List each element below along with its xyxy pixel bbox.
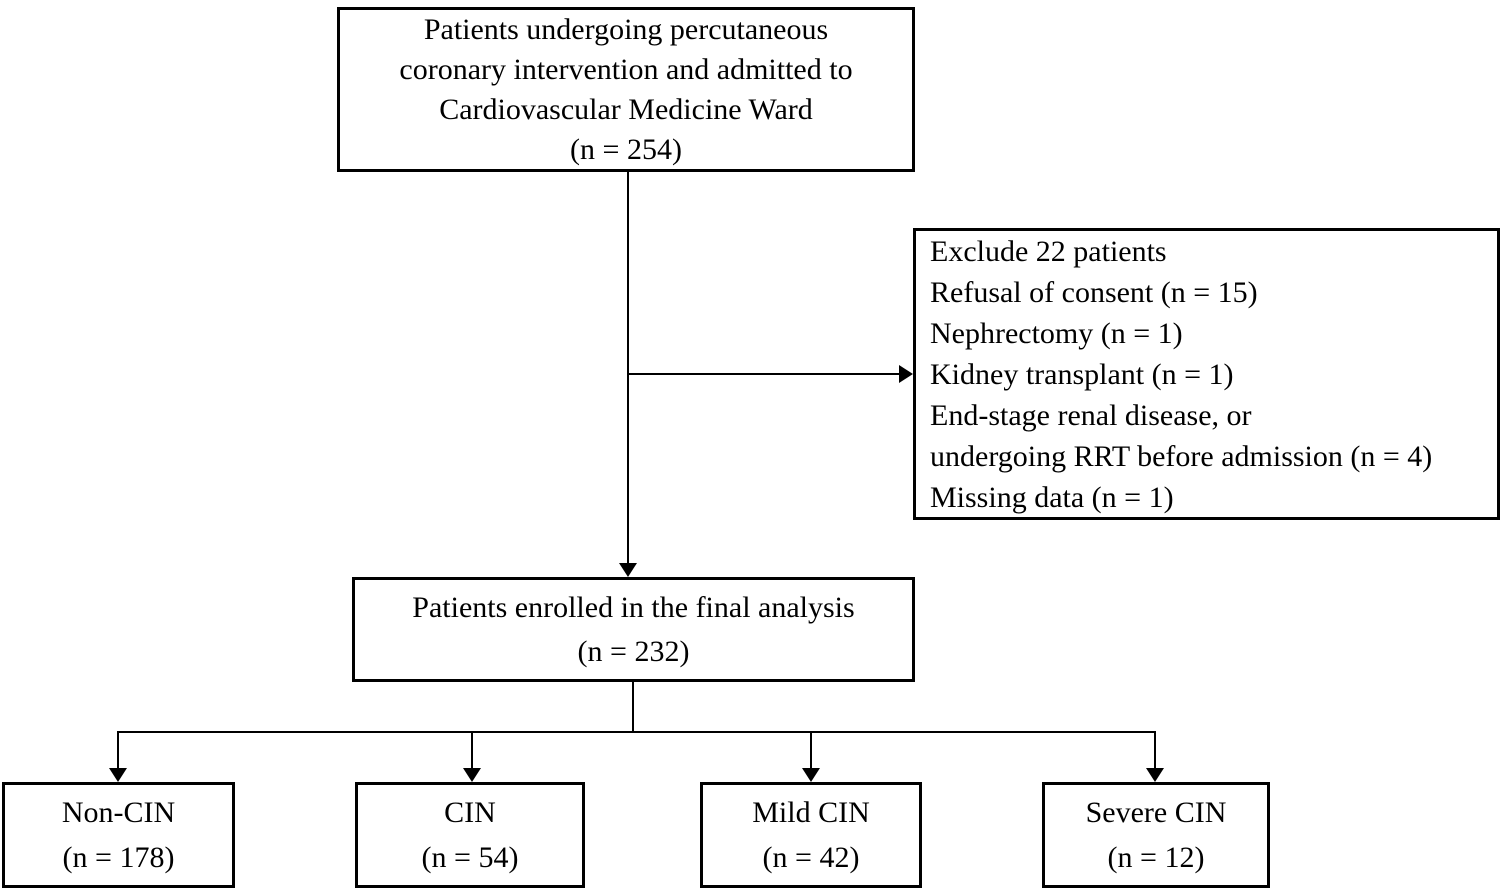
exclusion-esrd-line-1: End-stage renal disease, or	[930, 398, 1252, 432]
drop-to-severe-cin	[1154, 731, 1156, 770]
box-cin: CIN (n = 54)	[355, 782, 585, 888]
box-severe-cin: Severe CIN (n = 12)	[1042, 782, 1270, 888]
mild-cin-label: Mild CIN	[752, 796, 870, 829]
arrowhead-into-non-cin	[109, 768, 127, 782]
connector-enrolled-to-rail	[632, 682, 634, 733]
source-line-3: Cardiovascular Medicine Ward	[439, 92, 813, 126]
arrowhead-into-cin	[463, 768, 481, 782]
severe-cin-n-count: (n = 12)	[1107, 841, 1205, 874]
drop-to-non-cin	[117, 731, 119, 770]
exclusion-kidney-transplant: Kidney transplant (n = 1)	[930, 357, 1234, 391]
arrowhead-into-exclusions	[899, 365, 913, 383]
exclusion-nephrectomy: Nephrectomy (n = 1)	[930, 316, 1183, 350]
box-enrolled: Patients enrolled in the final analysis …	[352, 577, 915, 682]
exclusion-refusal: Refusal of consent (n = 15)	[930, 275, 1258, 309]
drop-to-cin	[471, 731, 473, 770]
arrowhead-into-severe-cin	[1146, 768, 1164, 782]
box-mild-cin: Mild CIN (n = 42)	[700, 782, 922, 888]
source-n-count: (n = 254)	[570, 132, 682, 166]
connector-to-exclusions	[628, 373, 900, 375]
non-cin-n-count: (n = 178)	[62, 841, 175, 874]
arrowhead-into-mild-cin	[802, 768, 820, 782]
mild-cin-n-count: (n = 42)	[762, 841, 860, 874]
enrolled-n-count: (n = 232)	[577, 634, 690, 668]
source-line-2: coronary intervention and admitted to	[399, 52, 853, 86]
source-line-1: Patients undergoing percutaneous	[423, 12, 829, 46]
drop-to-mild-cin	[810, 731, 812, 770]
cin-n-count: (n = 54)	[421, 841, 519, 874]
exclusion-header: Exclude 22 patients	[930, 234, 1167, 268]
non-cin-label: Non-CIN	[61, 796, 176, 829]
cin-label: CIN	[444, 796, 496, 829]
enrolled-line-1: Patients enrolled in the final analysis	[412, 590, 855, 624]
box-non-cin: Non-CIN (n = 178)	[2, 782, 235, 888]
severe-cin-label: Severe CIN	[1085, 796, 1227, 829]
exclusion-esrd-line-2: undergoing RRT before admission (n = 4)	[930, 439, 1433, 473]
arrowhead-into-enrolled	[619, 563, 637, 577]
connector-source-to-enrolled	[627, 171, 629, 564]
exclusion-missing-data: Missing data (n = 1)	[930, 480, 1174, 514]
box-exclusions: Exclude 22 patients Refusal of consent (…	[913, 228, 1500, 520]
box-source-population: Patients undergoing percutaneous coronar…	[337, 7, 915, 172]
distribution-rail	[117, 731, 1156, 733]
